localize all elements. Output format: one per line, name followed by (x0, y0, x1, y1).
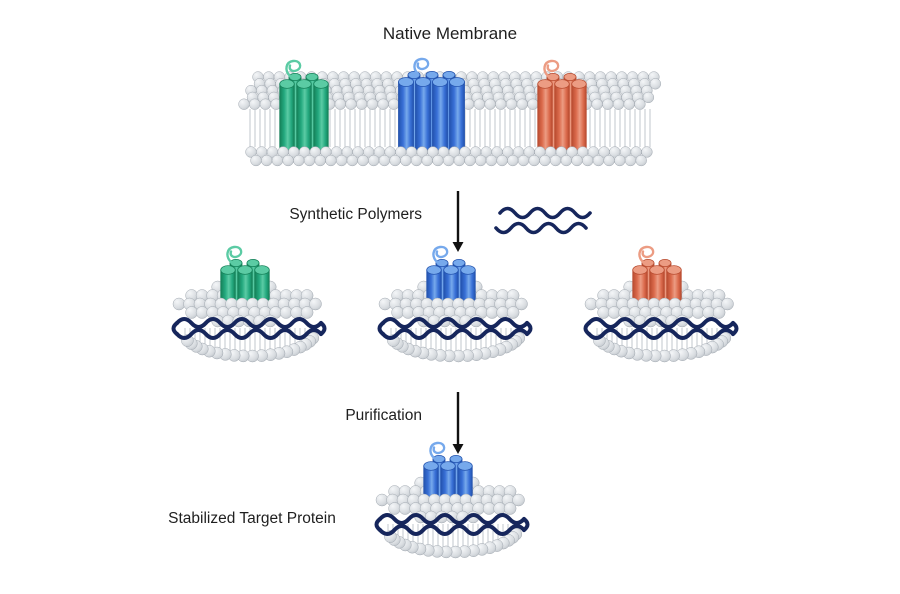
down-arrow-1-icon (452, 191, 464, 252)
nanodisc-final-blue (374, 441, 530, 559)
step2-label: Purification (345, 407, 422, 424)
nanodisc-orange (583, 245, 739, 363)
final-result-label: Stabilized Target Protein (168, 510, 336, 527)
native-membrane-illustration (238, 57, 662, 167)
polymer-waves-icon (494, 206, 592, 235)
step1-label: Synthetic Polymers (289, 206, 422, 223)
down-arrow-2-icon (452, 392, 464, 454)
nanodisc-green (171, 245, 327, 363)
nanodisc-blue (377, 245, 533, 363)
diagram-title: Native Membrane (382, 24, 518, 43)
